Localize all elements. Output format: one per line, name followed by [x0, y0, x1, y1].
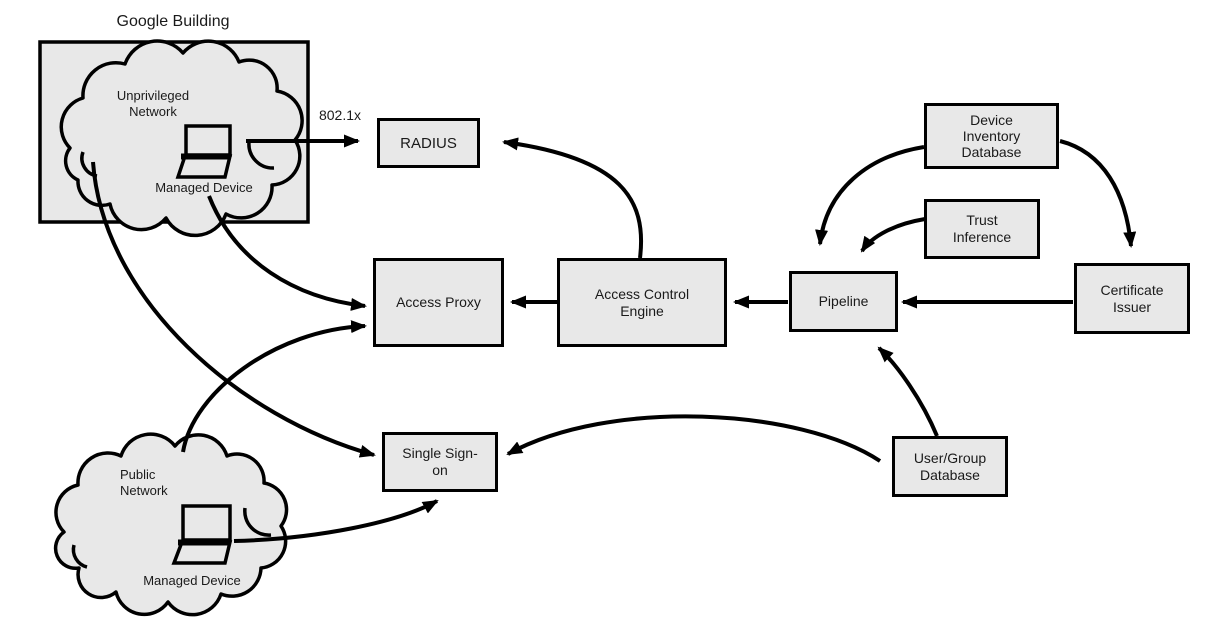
public-network-cloud: [53, 432, 289, 617]
managed-device2-label: Managed Device: [143, 573, 241, 588]
node-access-proxy: Access Proxy: [373, 258, 504, 347]
cloud-detail-arc: [243, 507, 272, 537]
node-pipeline: Pipeline: [789, 271, 898, 332]
edge-access-control-engine-radius: [502, 137, 644, 259]
node-user-group-database: User/Group Database: [892, 436, 1008, 497]
diagram-edges: [91, 134, 1137, 543]
unprivileged-network-label: Unprivileged Network: [116, 88, 190, 119]
edge-public-cloud-access-proxy: [181, 320, 367, 453]
laptop-icon: [171, 504, 233, 565]
edge-user-group-db-pipeline: [877, 346, 939, 437]
node-trust-inference: Trust Inference: [924, 199, 1040, 259]
unprivileged-network-cloud: [59, 39, 304, 238]
edge-label-8021x: 802.1x: [318, 107, 362, 123]
node-device-inventory-database: Device Inventory Database: [924, 103, 1059, 169]
edge-user-group-db-single-sign-on: [506, 414, 882, 463]
google-building-label: Google Building: [116, 13, 230, 30]
edge-managed-device1-access-proxy: [207, 195, 367, 311]
public-network-label: Public Network: [120, 467, 168, 498]
edge-trust-inference-pipeline: [860, 217, 926, 253]
cloud-detail-arc: [247, 141, 275, 170]
edge-managed-device2-single-sign-on: [233, 499, 439, 543]
node-radius: RADIUS: [377, 118, 480, 168]
edge-device-inventory-pipeline: [815, 145, 925, 246]
node-certificate-issuer: Certificate Issuer: [1074, 263, 1190, 334]
managed-device1-label: Managed Device: [155, 180, 253, 195]
laptop-icon: [175, 124, 233, 179]
node-access-control-engine: Access Control Engine: [557, 258, 727, 347]
edge-unprivileged-cloud-single-sign-on: [91, 161, 376, 458]
node-single-sign-on: Single Sign- on: [382, 432, 498, 492]
cloud-detail-arc: [71, 544, 88, 569]
edge-device-inventory-certificate-issuer: [1059, 139, 1137, 248]
